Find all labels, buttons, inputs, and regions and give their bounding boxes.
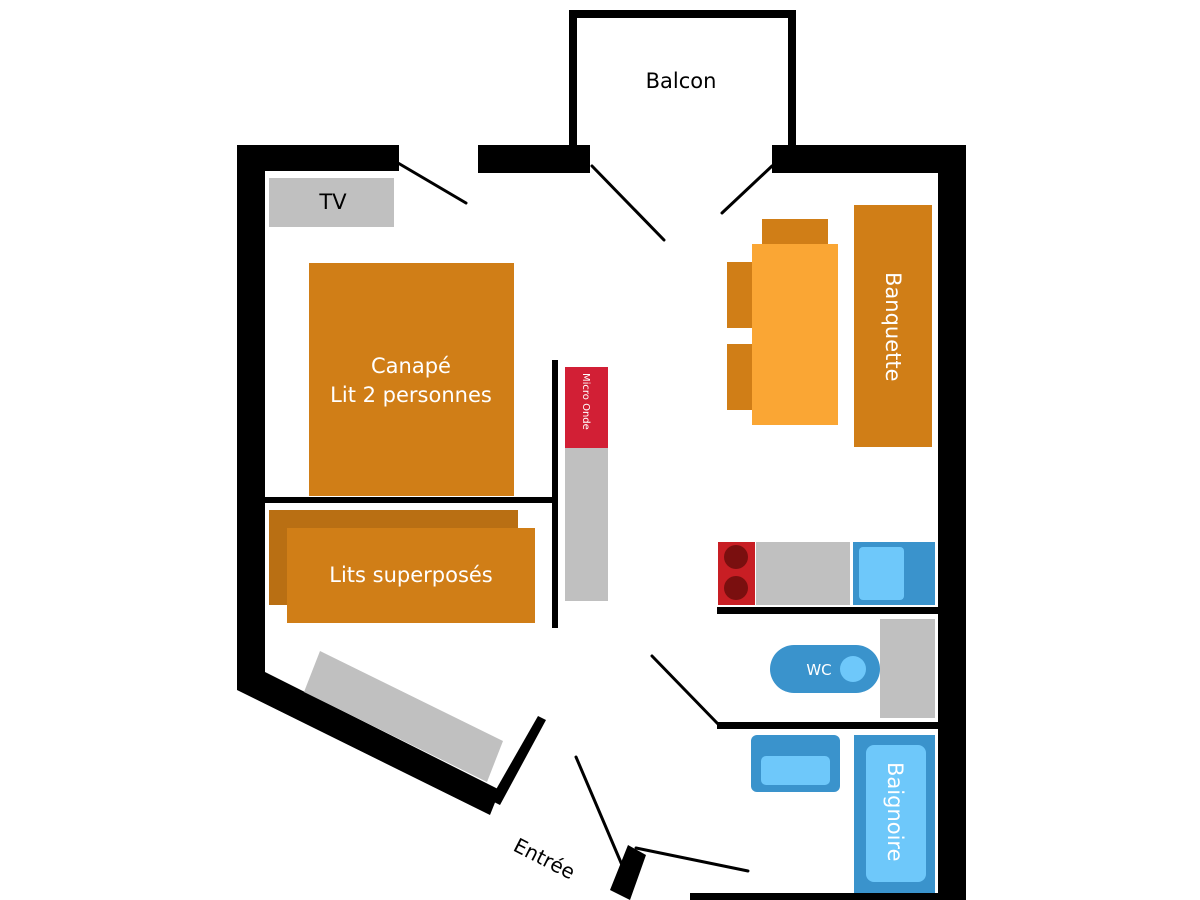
partition-kitchen-wc <box>717 607 938 614</box>
tv-unit <box>269 178 394 227</box>
kitchen-counter-left <box>565 448 608 601</box>
door-swing-balcony-right <box>720 164 774 215</box>
partition-vertical-kitchen <box>552 360 558 628</box>
kitchen-sink-basin <box>859 547 904 600</box>
door-swing-entrance-right <box>634 846 750 873</box>
partitions <box>265 360 938 729</box>
tv-label: TV <box>318 190 347 214</box>
wc-toilet-seat <box>840 656 866 682</box>
balcony-wall-top <box>569 10 796 18</box>
chair-top <box>762 219 828 245</box>
wc-cistern-counter <box>880 619 935 718</box>
microwave <box>565 367 608 448</box>
wall-left <box>237 145 265 690</box>
wall-bottom-right <box>690 893 966 900</box>
chair-left-lower <box>727 344 753 410</box>
microwave-label: Micro Onde <box>580 373 591 430</box>
partition-living-bunk <box>265 497 557 503</box>
wc-label: WC <box>806 661 831 679</box>
sofa-bed <box>309 263 514 496</box>
entrance-label: Entrée <box>510 833 579 884</box>
chair-left-upper <box>727 262 753 328</box>
hob-burner-top <box>724 545 748 569</box>
kitchen-counter-right <box>756 542 850 605</box>
door-swing-balcony-left <box>590 164 666 242</box>
door-swing-entrance-left <box>574 755 624 867</box>
wall-top-left <box>237 145 399 171</box>
sofa-bed-label-line1: Canapé <box>371 354 451 378</box>
hob-burner-bottom <box>724 576 748 600</box>
partition-wc-bath <box>717 722 938 729</box>
balcony-wall-left <box>569 10 577 147</box>
door-swing-top-left <box>396 161 468 205</box>
door-swing-wc <box>650 654 720 726</box>
sofa-bed-label-line2: Lit 2 personnes <box>330 383 492 407</box>
bench-label: Banquette <box>881 272 905 382</box>
wall-angled-bottom-left <box>237 672 500 815</box>
wall-top-right <box>772 145 966 173</box>
bathtub-label: Baignoire <box>883 762 907 862</box>
balcony-label: Balcon <box>646 69 717 93</box>
wall-top-middle <box>478 145 590 173</box>
wall-entry-stub <box>490 716 546 805</box>
entrance-cabinet <box>304 651 503 782</box>
bathtub-basin <box>866 745 926 882</box>
wall-right <box>938 145 966 900</box>
dining-table <box>752 244 838 425</box>
balcony-wall-right <box>788 10 796 147</box>
bench <box>854 205 932 447</box>
bunk-bed-lower <box>287 528 535 623</box>
door-swings <box>396 161 774 873</box>
wall-entrance-bottom <box>610 845 646 900</box>
bunk-beds-label: Lits superposés <box>329 563 493 587</box>
walls <box>237 10 966 900</box>
bathroom-sink-basin <box>761 756 830 785</box>
